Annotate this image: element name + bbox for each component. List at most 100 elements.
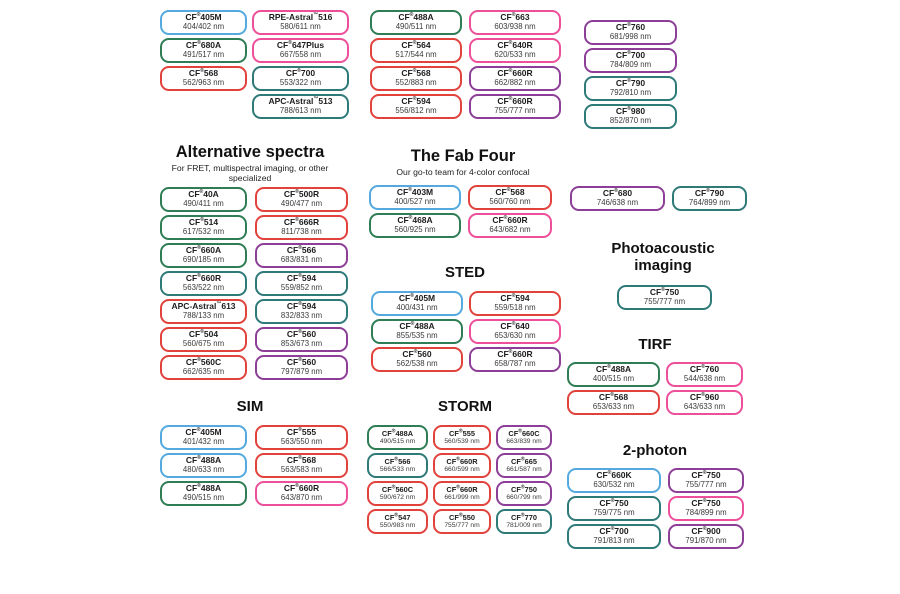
dye-name: CF®660R [446, 484, 478, 494]
dye-wavelengths: 560/539 nm [444, 437, 480, 445]
dye-name: CF®560 [402, 349, 432, 360]
dye-wavelengths: 559/518 nm [494, 302, 536, 312]
dye-wavelengths: 630/532 nm [593, 479, 635, 489]
dye-name: CF®594 [401, 96, 431, 107]
dye-name: CF®700 [285, 68, 316, 79]
dye-name: CF®700 [615, 50, 646, 61]
dye-wavelengths: 517/544 nm [395, 49, 437, 59]
dye-name: CF®566 [286, 245, 317, 256]
dye-name: CF®663 [500, 12, 530, 23]
section-title: TIRF [638, 336, 672, 353]
section-title: STORM [438, 398, 492, 415]
dye-name: CF®403M [396, 187, 434, 198]
dye-name: CF®405M [185, 427, 222, 438]
dye-name: CF®790 [615, 78, 646, 89]
dye-wavelengths: 667/558 nm [279, 49, 322, 59]
dye-wavelengths: 653/630 nm [494, 330, 536, 340]
dye-name: RPE-Astral™516 [268, 12, 333, 23]
dye-wavelengths: 781/009 nm [506, 521, 542, 529]
dye-name: CF®665 [511, 456, 537, 466]
dye-wavelengths: 400/431 nm [396, 302, 438, 312]
dye-name: CF®488A [185, 483, 222, 494]
dye-name: CF®568 [188, 68, 219, 79]
dye-wavelengths: 556/812 nm [395, 105, 437, 115]
dye-name: CF®488A [399, 321, 435, 332]
dye-wavelengths: 562/538 nm [396, 358, 438, 368]
dye-wavelengths: 552/883 nm [395, 77, 437, 87]
dye-wavelengths: 563/583 nm [280, 464, 323, 474]
dye-name: CF®560C [381, 484, 414, 494]
dye-name: CF®660A [185, 245, 222, 256]
dye-wavelengths: 643/682 nm [489, 224, 531, 234]
dye-name: APC-Astral™513 [268, 96, 333, 107]
dye-name: CF®550 [449, 512, 475, 522]
dye-name: APC-Astral™613 [171, 301, 236, 312]
dye-name: CF®760 [615, 22, 646, 33]
dye-wavelengths: 617/532 nm [182, 226, 225, 236]
dye-wavelengths: 562/963 nm [182, 77, 225, 87]
dye-name: CF®560 [286, 329, 317, 340]
dye-wavelengths: 560/760 nm [489, 196, 531, 206]
dye-wavelengths: 560/675 nm [182, 338, 225, 348]
dye-wavelengths: 746/638 nm [596, 197, 639, 207]
sim-header: SIM [150, 398, 350, 416]
dye-name: CF®750 [691, 470, 721, 481]
dye-name: CF®660R [497, 349, 533, 360]
dye-wavelengths: 400/515 nm [592, 373, 635, 383]
dye-name: CF®560C [185, 357, 222, 368]
dye-name: CF®405M [398, 293, 436, 304]
dye-wavelengths: 764/899 nm [688, 197, 731, 207]
dye-name: CF®488A [595, 364, 632, 375]
dye-wavelengths: 490/477 nm [280, 198, 323, 208]
dye-wavelengths: 755/777 nm [643, 296, 686, 306]
dye-name: CF®660R [497, 68, 533, 79]
dye-name: CF®594 [500, 293, 530, 304]
dye-name: CF®468A [397, 215, 433, 226]
dye-wavelengths: 832/833 nm [280, 310, 323, 320]
storm-header: STORM [365, 398, 565, 416]
dye-wavelengths: 855/535 nm [396, 330, 438, 340]
dye-wavelengths: 643/870 nm [280, 492, 323, 502]
dye-name: CF®700 [599, 526, 629, 537]
dye-wavelengths: 400/527 nm [394, 196, 436, 206]
dye-wavelengths: 853/673 nm [280, 338, 323, 348]
dye-name: CF®660R [497, 96, 533, 107]
dye-wavelengths: 784/899 nm [685, 507, 727, 517]
fab-four-header: The Fab Four Our go-to team for 4-color … [365, 147, 561, 177]
dye-name: CF®960 [689, 392, 720, 403]
